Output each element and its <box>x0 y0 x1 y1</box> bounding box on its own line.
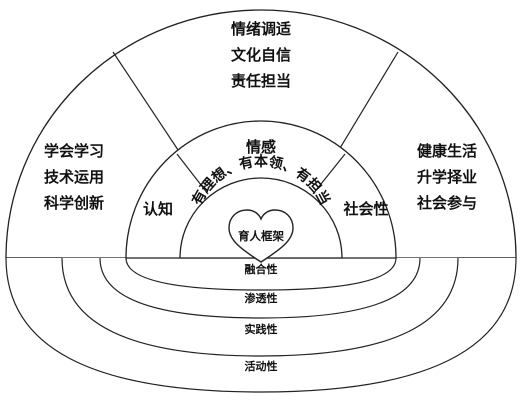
ring-label-4: 活动性 <box>245 359 278 373</box>
outer-left-line-3: 科学创新 <box>44 194 104 212</box>
outer-top-line-1: 情绪调适 <box>231 20 291 38</box>
heart-label: 育人框架 <box>238 229 284 243</box>
outer-top-line-3: 责任担当 <box>231 72 291 90</box>
middle-right-label: 社会性 <box>342 200 388 218</box>
ring-label-2: 渗透性 <box>245 291 278 305</box>
ring-label-1: 融合性 <box>245 262 278 276</box>
middle-left-label: 认知 <box>143 200 173 218</box>
outer-right-line-1: 健康生活 <box>417 142 477 160</box>
middle-divider-left <box>176 153 209 195</box>
ring-label-3: 实践性 <box>245 322 278 336</box>
outer-divider-left <box>112 51 191 169</box>
middle-divider-right <box>312 153 346 195</box>
ring-band-1 <box>125 257 397 291</box>
heart-shape <box>228 209 294 263</box>
outer-right-line-2: 升学择业 <box>417 168 477 186</box>
outer-top-line-2: 文化自信 <box>231 46 291 64</box>
outer-left-line-1: 学会学习 <box>44 142 104 160</box>
middle-top-label: 情感 <box>246 138 276 156</box>
outer-right-line-3: 社会参与 <box>416 194 477 212</box>
outer-left-line-2: 技术运用 <box>44 168 104 186</box>
